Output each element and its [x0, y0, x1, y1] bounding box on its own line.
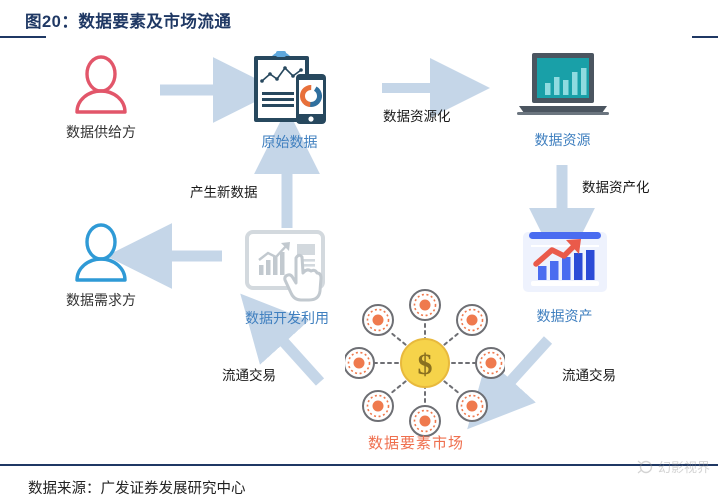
laptop-chart-icon — [516, 53, 609, 115]
footer-divider — [0, 464, 718, 466]
page-title: 图20：数据要素及市场流通 — [25, 13, 232, 31]
person-icon — [75, 223, 127, 282]
node-data-supplier: 数据供给方 — [53, 54, 149, 142]
figure-header: 图20：数据要素及市场流通 — [0, 0, 718, 42]
flow-label-circulation-left: 流通交易 — [222, 368, 276, 383]
presentation-chart-icon — [522, 232, 607, 292]
clipboard-phone-icon — [253, 51, 326, 124]
node-label-data-resource: 数据资源 — [534, 134, 591, 149]
watermark: 幻影视界 — [637, 457, 710, 476]
watermark-logo-icon — [637, 460, 653, 473]
tablet-hand-icon — [245, 230, 325, 302]
node-label-raw-data: 原始数据 — [261, 136, 318, 151]
node-data-development: 数据开发利用 — [232, 228, 342, 328]
node-label-data-demander: 数据需求方 — [66, 294, 136, 309]
source-note: 数据来源：广发证券发展研究中心 — [28, 481, 246, 497]
node-data-resource: 数据资源 — [510, 50, 615, 150]
dollar-network-icon: $ — [343, 289, 507, 437]
flow-label-data-assetization: 数据资产化 — [582, 180, 650, 195]
watermark-text: 幻影视界 — [657, 460, 710, 475]
node-label-data-market: 数据要素市场 — [368, 436, 465, 452]
node-data-asset: 数据资产 — [512, 228, 617, 326]
arrow-asset-to-market — [467, 336, 553, 430]
flow-label-generate-new-data: 产生新数据 — [190, 185, 258, 200]
node-data-market: $ — [343, 288, 507, 438]
person-icon — [75, 55, 127, 114]
node-label-data-asset: 数据资产 — [536, 310, 593, 325]
header-divider-mask — [46, 33, 692, 41]
node-raw-data: 原始数据 — [237, 48, 342, 152]
flow-label-circulation-right: 流通交易 — [562, 368, 616, 383]
arrow-market-to-development — [240, 293, 325, 386]
dollar-symbol: $ — [418, 348, 433, 381]
node-data-demander: 数据需求方 — [53, 222, 149, 310]
node-label-data-development: 数据开发利用 — [245, 312, 329, 327]
node-label-data-supplier: 数据供给方 — [66, 126, 136, 141]
flow-label-data-resourcification: 数据资源化 — [383, 109, 451, 124]
